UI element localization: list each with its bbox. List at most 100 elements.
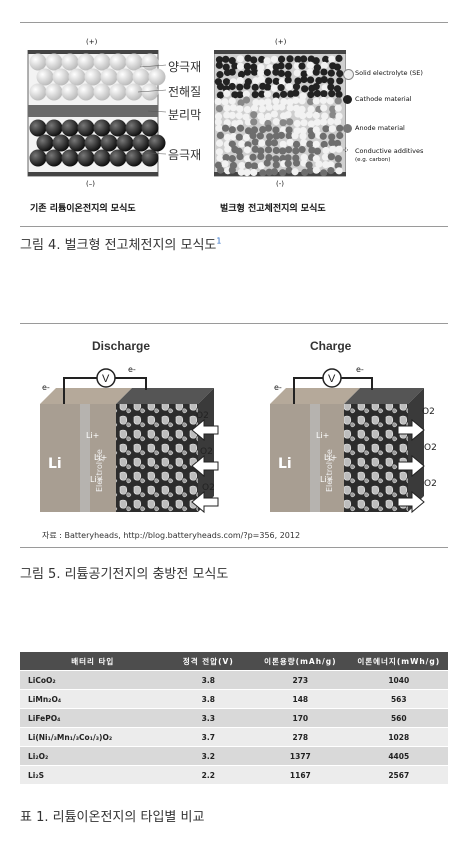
bulk-particle — [229, 133, 238, 141]
bulk-particle — [321, 84, 329, 92]
bulk-particle — [279, 140, 287, 148]
bulk-particle — [328, 133, 336, 141]
bulk-particle — [320, 68, 328, 76]
charge-title: Charge — [310, 339, 352, 353]
right-negative-label: (-) — [276, 180, 284, 188]
figure4-bottom-rule — [20, 226, 448, 227]
bulk-particle — [235, 111, 243, 120]
bulk-particle — [291, 132, 299, 140]
cathode-particle — [109, 83, 127, 101]
bulk-particle — [258, 105, 266, 113]
bulk-particle — [243, 62, 251, 70]
bulk-particle — [284, 70, 292, 78]
bulk-particle — [312, 140, 320, 148]
bulk-particle — [319, 132, 327, 140]
cathode-particle — [61, 83, 79, 101]
cathode-particle — [45, 53, 63, 71]
bulk-particle — [231, 62, 239, 70]
bulk-particle — [292, 89, 300, 97]
table-header-row: 배터리 타입 정격 전압(V) 이론용량(mAh/g) 이론에너지(mWh/g) — [20, 652, 448, 671]
bulk-particle — [258, 90, 266, 98]
cell-battery-type: Li(Ni₁/₃Mn₁/₃Co₁/₃)O₂ — [20, 727, 166, 747]
bulk-particle — [250, 56, 258, 64]
bulk-particle — [257, 147, 265, 155]
anode-particle — [77, 119, 95, 137]
bulk-particle — [272, 97, 280, 105]
bulk-particle — [272, 92, 280, 100]
bulk-particle — [237, 168, 245, 176]
charge-cell: Charge V e- e- Li Li+ Li+ Li+ Electrolyt… — [270, 339, 437, 514]
bulk-particle — [223, 89, 231, 97]
bulk-particle — [300, 75, 308, 84]
cathode-particle — [52, 68, 70, 86]
bulk-particle — [284, 110, 292, 119]
cathode-particle — [141, 53, 159, 71]
bulk-particle — [307, 91, 315, 99]
bulk-particle — [299, 132, 307, 140]
left-positive-label: (+) — [86, 38, 98, 46]
right-positive-label: (+) — [275, 38, 287, 46]
bulk-particle — [284, 154, 292, 162]
bulk-particle — [300, 138, 308, 147]
bulk-particle — [264, 83, 272, 91]
charge-electron-1: e- — [274, 383, 282, 392]
figure5-bottom-rule — [20, 547, 448, 548]
bulk-particle — [272, 155, 280, 163]
cathode-particle — [93, 53, 111, 71]
bulk-particle — [336, 131, 344, 140]
bulk-particle — [322, 146, 330, 155]
bulk-particle — [292, 140, 301, 148]
conductive-additive-icon: ⁘ — [342, 146, 350, 156]
bulk-particle — [236, 152, 244, 161]
battery-comparison-table: 배터리 타입 정격 전압(V) 이론용량(mAh/g) 이론에너지(mWh/g)… — [20, 652, 448, 784]
bulk-particle — [277, 55, 286, 63]
discharge-electron-2: e- — [128, 365, 136, 374]
bulk-particle — [336, 124, 344, 132]
bulk-particle — [214, 97, 222, 106]
bulk-particle — [300, 119, 308, 127]
bulk-particle — [312, 83, 320, 91]
bulk-particle — [243, 146, 252, 154]
charge-voltmeter-icon — [322, 368, 342, 388]
cell-battery-type: Li₂O₂ — [20, 746, 166, 766]
bulk-particle — [221, 98, 229, 106]
table-row: LiMn₂O₄ 3.8 148 563 — [20, 689, 448, 709]
cathode-particle — [77, 53, 95, 71]
bulk-particle — [320, 169, 328, 177]
bulk-particle — [312, 68, 320, 76]
bulk-particle — [333, 118, 342, 126]
footnote-ref: 1 — [216, 236, 222, 246]
charge-electrolyte-label: Electrolyte — [325, 449, 334, 492]
bulk-particle — [327, 117, 335, 126]
cathode-material-icon — [343, 95, 352, 104]
bulk-particle — [270, 55, 278, 63]
anode-particle — [93, 119, 111, 137]
bulk-particle — [285, 166, 293, 174]
bulk-particle — [270, 168, 279, 176]
bulk-particle — [285, 83, 293, 91]
charge-li-label: Li — [278, 456, 292, 472]
bulk-particle — [336, 77, 344, 85]
bulk-particle — [243, 105, 251, 114]
discharge-li-label: Li — [48, 456, 62, 472]
bulk-particle — [334, 97, 342, 105]
bulk-particle — [321, 153, 330, 161]
bulk-particle — [312, 155, 320, 163]
bulk-particle — [215, 104, 223, 113]
bulk-particle — [285, 132, 293, 140]
cell-capacity: 273 — [251, 670, 350, 690]
bulk-particle — [272, 126, 280, 134]
cell-voltage: 3.8 — [165, 670, 252, 690]
bulk-particle — [244, 127, 253, 135]
bulk-particle — [307, 120, 315, 128]
bulk-particle — [236, 105, 244, 113]
bulk-particle — [236, 76, 244, 85]
bulk-particle — [228, 140, 236, 148]
bulk-particle — [228, 68, 236, 76]
charge-electron-2: e- — [356, 365, 364, 374]
bulk-particle — [228, 97, 236, 105]
bulk-particle — [301, 168, 309, 177]
bulk-particle — [236, 124, 245, 132]
bulk-particle — [264, 112, 272, 121]
bulk-particle — [265, 103, 273, 111]
